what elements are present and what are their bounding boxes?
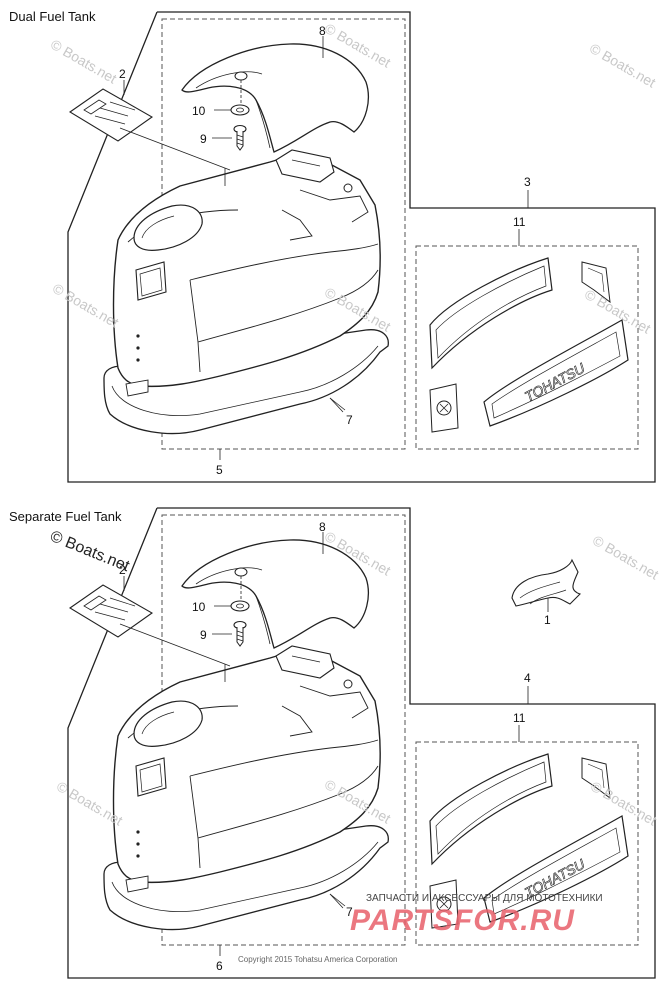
- callout-decal-set: 11: [513, 215, 526, 229]
- callout-kit: 3: [524, 175, 531, 189]
- callout-top-cover: 8: [319, 24, 326, 38]
- callout-decal-sheet: 2: [119, 563, 126, 577]
- callout-decal-sheet: 2: [119, 67, 126, 81]
- partsfor-banner-text: ЗАПЧАСТИ И АКСЕССУАРЫ ДЛЯ МОТОТЕХНИКИ: [366, 893, 603, 904]
- callout-screw: 9: [200, 628, 207, 642]
- side-emblem-drawing: [511, 558, 582, 612]
- callout-screw: 9: [200, 132, 207, 146]
- section-title-separate-fuel-tank: Separate Fuel Tank: [9, 509, 122, 524]
- partsfor-logo-text: PARTSFOR.RU: [350, 904, 575, 937]
- section-title-dual-fuel-tank: Dual Fuel Tank: [9, 9, 96, 24]
- callout-seal: 7: [346, 905, 353, 919]
- callout-cowling-assy: 6: [216, 959, 223, 973]
- callout-cowling-assy: 5: [216, 463, 223, 477]
- copyright-text: Copyright 2015 Tohatsu America Corporati…: [238, 955, 398, 964]
- callout-top-cover: 8: [319, 520, 326, 534]
- callout-kit: 4: [524, 671, 531, 685]
- callout-side-emblem: 1: [544, 613, 551, 627]
- callout-decal-set: 11: [513, 711, 526, 725]
- callout-seal: 7: [346, 413, 353, 427]
- callout-washer: 10: [192, 600, 206, 614]
- callout-washer: 10: [192, 104, 206, 118]
